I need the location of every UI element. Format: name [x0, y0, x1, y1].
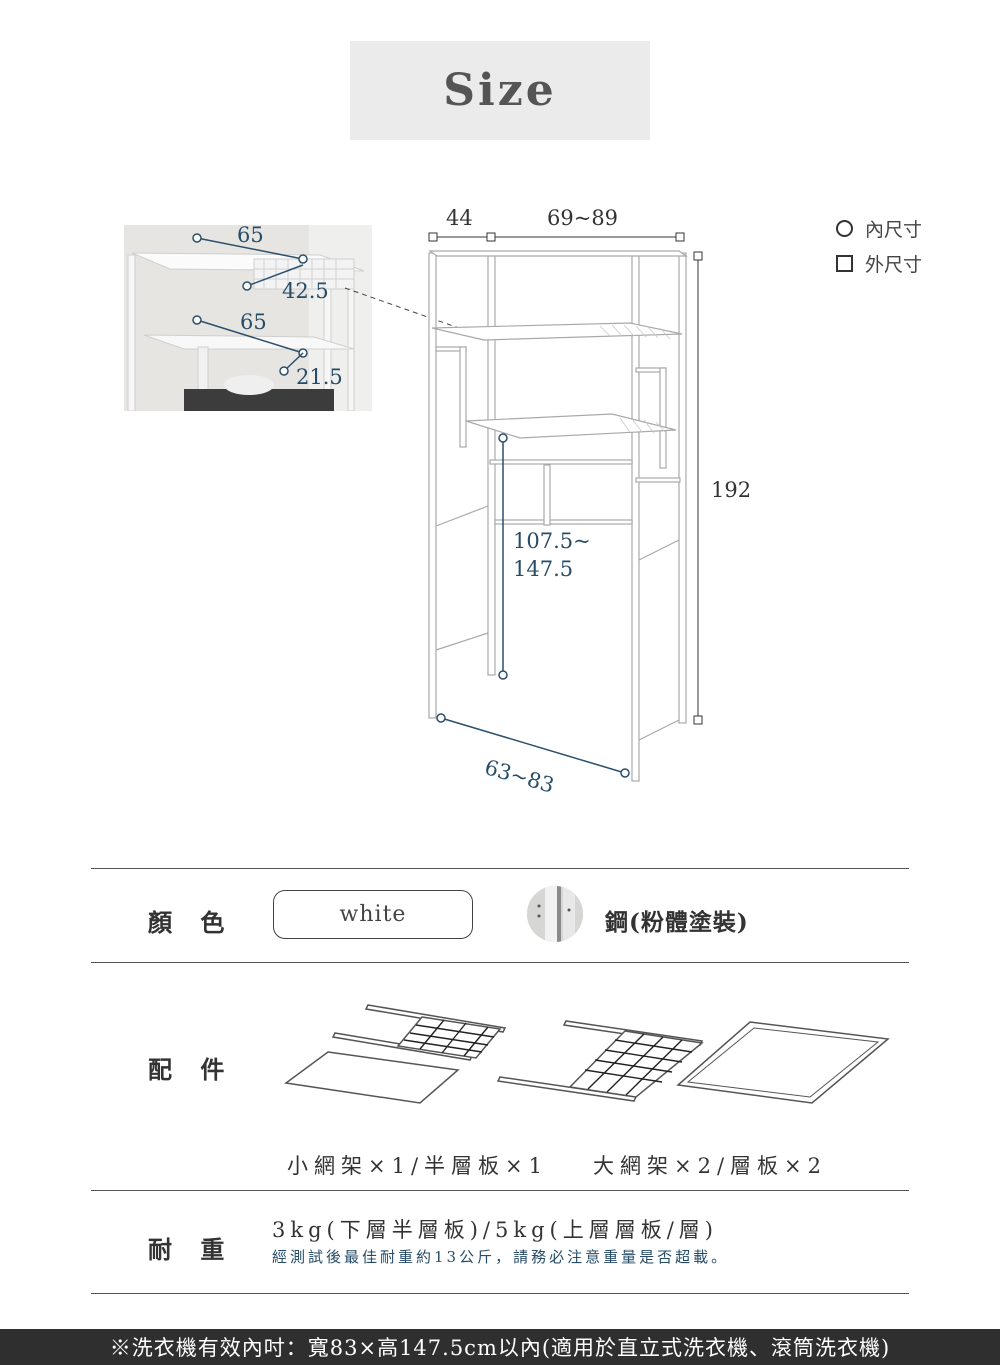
height-label: 192 — [711, 478, 752, 502]
legend-outer: 外尺寸 — [836, 250, 922, 277]
footer-note: ※洗衣機有效內吋：寬83×高147.5cm以內(適用於直立式洗衣機、滾筒洗衣機) — [109, 1336, 891, 1360]
rack-diagram — [192, 232, 703, 782]
load-row-label: 耐 重 — [148, 1235, 235, 1264]
color-option-white[interactable]: white — [273, 890, 473, 939]
top-depth-label: 44 — [446, 206, 473, 230]
page-title: Size — [443, 65, 557, 116]
legend-outer-label: 外尺寸 — [865, 254, 923, 276]
top-width-label: 69~89 — [547, 206, 619, 230]
photo-depth-mid-label: 21.5 — [296, 365, 343, 389]
accessories-row-label: 配 件 — [148, 1055, 235, 1084]
divider — [91, 1293, 909, 1294]
color-option-label: white — [339, 902, 407, 927]
detail-photo — [124, 225, 372, 411]
accessory-small-set-label: 小網架×1/半層板×1 — [287, 1154, 548, 1178]
material-text: 鋼(粉體塗裝) — [605, 909, 749, 936]
legend-inner-label: 內尺寸 — [865, 219, 923, 241]
title-box: Size — [350, 41, 650, 140]
square-icon — [836, 255, 853, 272]
color-row-label: 顏 色 — [148, 908, 235, 937]
divider — [91, 1190, 909, 1191]
divider — [91, 962, 909, 963]
legend-inner: 內尺寸 — [836, 215, 922, 242]
load-capacity-text: 3kg(下層半層板)/5kg(上層層板/層) — [272, 1218, 718, 1242]
accessories-illustration — [284, 1004, 890, 1104]
photo-width-mid-label: 65 — [240, 310, 267, 334]
material-swatch — [527, 886, 583, 942]
accessory-large-set-label: 大網架×2/層板×2 — [593, 1154, 827, 1178]
photo-width-top-label: 65 — [237, 223, 264, 247]
circle-icon — [836, 220, 853, 237]
footer-bar: ※洗衣機有效內吋：寬83×高147.5cm以內(適用於直立式洗衣機、滾筒洗衣機) — [0, 1329, 1000, 1365]
divider — [91, 868, 909, 869]
clear-height-label-1: 107.5~ — [513, 529, 591, 553]
clear-height-label-2: 147.5 — [513, 557, 574, 581]
photo-depth-top-label: 42.5 — [282, 279, 329, 303]
load-warning-note: 經測試後最佳耐重約13公斤，請務必注意重量是否超載。 — [272, 1248, 730, 1266]
